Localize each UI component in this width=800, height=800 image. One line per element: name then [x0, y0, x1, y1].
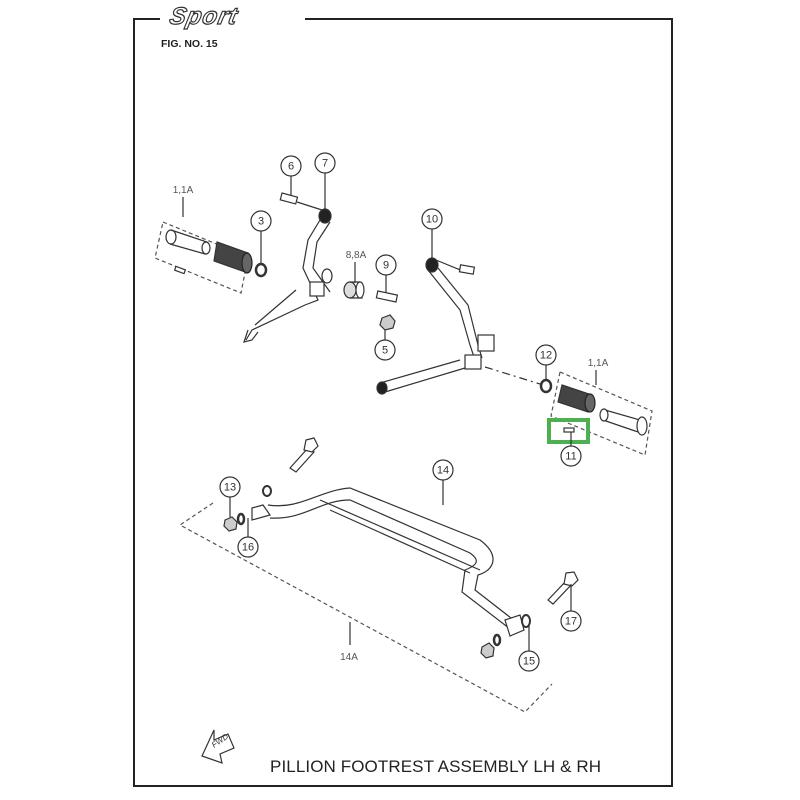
callout-5: 5: [374, 339, 396, 361]
label-group-right: 1,1A: [588, 358, 609, 369]
callout-circle: [535, 344, 557, 366]
grab-rail-14: [251, 487, 525, 637]
label-part-14a: 14A: [340, 652, 358, 663]
callout-17: 17: [560, 610, 582, 632]
callout-number: 6: [288, 161, 294, 173]
nut-bottom: [480, 642, 495, 659]
callout-15: 15: [518, 650, 540, 672]
bush-8: [343, 281, 365, 299]
label-part-8: 8,8A: [346, 250, 367, 261]
callout-number: 9: [383, 260, 389, 272]
highlight-box-part-11: [547, 418, 590, 444]
callout-11: 11: [560, 445, 582, 467]
footrest-bracket-right: [376, 257, 495, 395]
group-box-14a: [178, 502, 553, 713]
figure-number: FIG. NO. 15: [161, 38, 218, 50]
callout-number: 11: [565, 451, 576, 463]
footrest-pin-right: [599, 408, 648, 436]
bolt-upper: [289, 437, 319, 473]
bolt-17: [547, 571, 579, 605]
washer-bottom: [492, 633, 502, 647]
callout-circle: [560, 610, 582, 632]
callout-number: 7: [322, 158, 328, 170]
callout-circle: [280, 155, 302, 177]
callout-circle: [250, 210, 272, 232]
nut-13: [223, 516, 238, 532]
washer-16: [236, 512, 246, 526]
callout-number: 3: [258, 216, 264, 228]
callout-number: 13: [224, 482, 236, 494]
footrest-rubber-right: [557, 384, 596, 413]
split-pin-left: [173, 265, 187, 275]
callout-14: 14: [432, 459, 454, 481]
callout-3: 3: [250, 210, 272, 232]
callout-circle: [237, 536, 259, 558]
callout-10: 10: [421, 208, 443, 230]
callout-16: 16: [237, 536, 259, 558]
footrest-bracket-left: [243, 208, 333, 343]
group-box-right: [550, 371, 653, 456]
callout-circle: [219, 476, 241, 498]
washer-upper: [262, 485, 272, 497]
group-box-left: [154, 221, 249, 294]
forward-arrow-icon: [201, 729, 235, 764]
callout-circle: [375, 254, 397, 276]
diagram-title: PILLION FOOTREST ASSEMBLY LH & RH: [270, 757, 602, 776]
callout-number: 15: [523, 656, 535, 668]
callout-number: 12: [540, 350, 552, 362]
footrest-pin-left: [165, 229, 211, 255]
callout-circle: [421, 208, 443, 230]
callout-12: 12: [535, 344, 557, 366]
footrest-rubber-left: [213, 241, 253, 274]
label-group-left: 1,1A: [173, 185, 194, 196]
callout-circle: [518, 650, 540, 672]
callout-6: 6: [280, 155, 302, 177]
logo-background: [160, 8, 305, 30]
washer-12: [539, 378, 553, 394]
callout-circle: [432, 459, 454, 481]
nut-5: [379, 314, 396, 331]
callout-13: 13: [219, 476, 241, 498]
washer-15: [521, 614, 531, 628]
pin-9: [375, 290, 399, 303]
callout-number: 16: [242, 542, 254, 554]
callout-number: 10: [426, 214, 438, 226]
washer-3: [254, 262, 268, 278]
callout-number: 5: [382, 345, 388, 357]
callout-circle: [314, 152, 336, 174]
callout-9: 9: [375, 254, 397, 276]
bolt-6: [279, 192, 323, 211]
callout-7: 7: [314, 152, 336, 174]
callout-circle: [560, 445, 582, 467]
callout-number: 14: [437, 465, 449, 477]
callout-number: 17: [565, 616, 577, 628]
callout-circle: [374, 339, 396, 361]
split-pin-11: [563, 427, 575, 433]
drawing-frame: [133, 18, 673, 787]
